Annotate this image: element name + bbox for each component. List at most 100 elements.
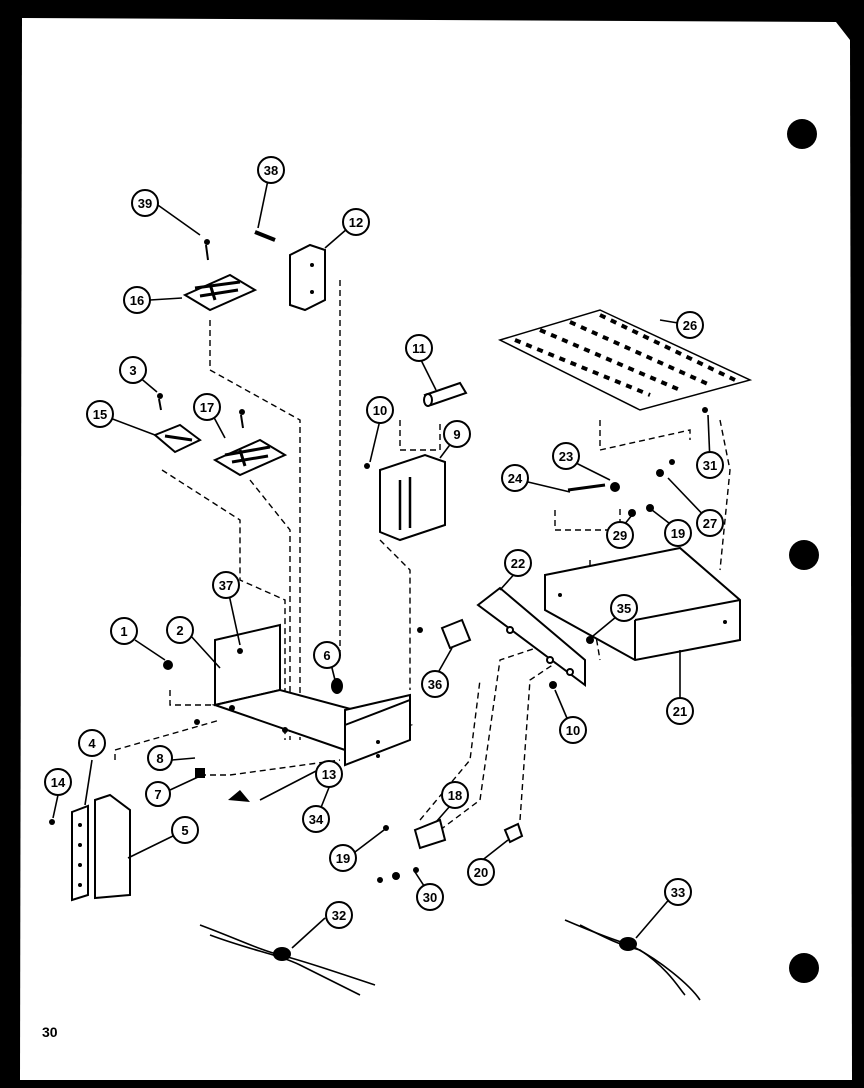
callout-36: 36 [421,670,449,698]
callout-24: 24 [501,464,529,492]
block-12 [289,243,326,312]
callout-8: 8 [147,745,173,771]
callout-22: 22 [504,549,532,577]
binder-hole-bottom [789,953,819,983]
control-box-assembly [211,623,414,767]
callout-2: 2 [166,616,194,644]
transformer-15 [153,423,202,454]
wire-harness-32 [199,924,376,996]
page-number: 30 [42,1024,58,1040]
tray-21 [544,546,741,662]
assembly-dashed-lines [114,280,731,831]
callout-label-26: 26 [683,318,697,333]
callout-label-1: 1 [120,624,127,639]
callout-label-31: 31 [703,458,717,473]
callout-label-39: 39 [138,196,152,211]
callout-label-36: 36 [428,677,442,692]
switch-18 [413,818,447,850]
bracket-5 [94,793,131,900]
callout-label-32: 32 [332,908,346,923]
relay-board-16 [182,273,258,312]
callout-11: 11 [405,334,433,362]
callout-label-24: 24 [508,471,523,486]
callout-10-upper: 10 [366,396,394,424]
callout-35: 35 [610,594,638,622]
callout-3: 3 [119,356,147,384]
terminal-strip-4 [71,804,89,902]
callout-15: 15 [86,400,114,428]
fuse-11 [423,381,468,407]
plate-36 [440,618,472,650]
callout-38: 38 [257,156,285,184]
callout-9: 9 [443,420,471,448]
callout-label-13: 13 [322,767,336,782]
callout-1: 1 [110,617,138,645]
callout-label-17: 17 [200,400,214,415]
callout-13: 13 [315,760,343,788]
callout-label-30: 30 [423,890,437,905]
callout-label-33: 33 [671,885,685,900]
callout-label-3: 3 [129,363,136,378]
callout-label-18: 18 [448,788,462,803]
heater-element-26 [497,309,753,411]
callout-18: 18 [441,781,469,809]
callout-label-37: 37 [219,578,233,593]
callout-label-10-lower: 10 [566,723,580,738]
callout-label-20-lower: 20 [474,865,488,880]
binder-hole-middle [789,540,819,570]
binder-hole-top [787,119,817,149]
callout-label-19: 19 [336,851,350,866]
callout-label-12: 12 [349,215,363,230]
callout-label-38: 38 [264,163,278,178]
callout-34: 34 [302,805,330,833]
callout-label-14: 14 [51,775,66,790]
wire-harness-33 [564,919,701,1001]
callout-33: 33 [664,878,692,906]
callout-32: 32 [325,901,353,929]
bracket-22 [476,586,586,687]
callout-label-22: 22 [511,556,525,571]
callout-27: 27 [696,509,724,537]
callout-label-11: 11 [412,341,426,356]
callout-23: 23 [552,442,580,470]
callout-30: 30 [416,883,444,911]
connector-29 [503,822,524,844]
callout-29-upper: 29 [606,521,634,549]
callout-20-lower: 20 [467,858,495,886]
callout-37: 37 [212,571,240,599]
callout-12: 12 [342,208,370,236]
terminal-block-9 [379,453,446,542]
callout-19: 19 [329,844,357,872]
callout-16: 16 [123,286,151,314]
callout-label-34: 34 [309,812,324,827]
callout-31: 31 [696,451,724,479]
callout-label-15: 15 [93,407,107,422]
callout-17: 17 [193,393,221,421]
callout-label-20-upper: 19 [671,526,685,541]
callout-26: 26 [676,311,704,339]
callout-14: 14 [44,768,72,796]
callout-21: 21 [666,697,694,725]
callout-39: 39 [131,189,159,217]
callout-label-10-upper: 10 [373,403,387,418]
callout-label-27: 27 [703,516,717,531]
callout-20-upper: 19 [664,519,692,547]
callout-label-21: 21 [673,704,687,719]
callout-label-7: 7 [154,787,161,802]
callout-4: 4 [78,729,106,757]
callout-6: 6 [313,641,341,669]
paper-sheet [20,18,852,1080]
relay-board-17 [212,438,288,477]
callout-5: 5 [171,816,199,844]
callout-label-6: 6 [323,648,330,663]
callout-10-lower: 10 [559,716,587,744]
callout-label-8: 8 [156,751,163,766]
callout-label-2: 2 [176,623,183,638]
callout-label-4: 4 [88,736,96,751]
callout-label-9: 9 [453,427,460,442]
callout-label-5: 5 [181,823,188,838]
callout-label-35: 35 [617,601,631,616]
callout-label-29-upper: 29 [613,528,627,543]
callout-label-16: 16 [130,293,144,308]
